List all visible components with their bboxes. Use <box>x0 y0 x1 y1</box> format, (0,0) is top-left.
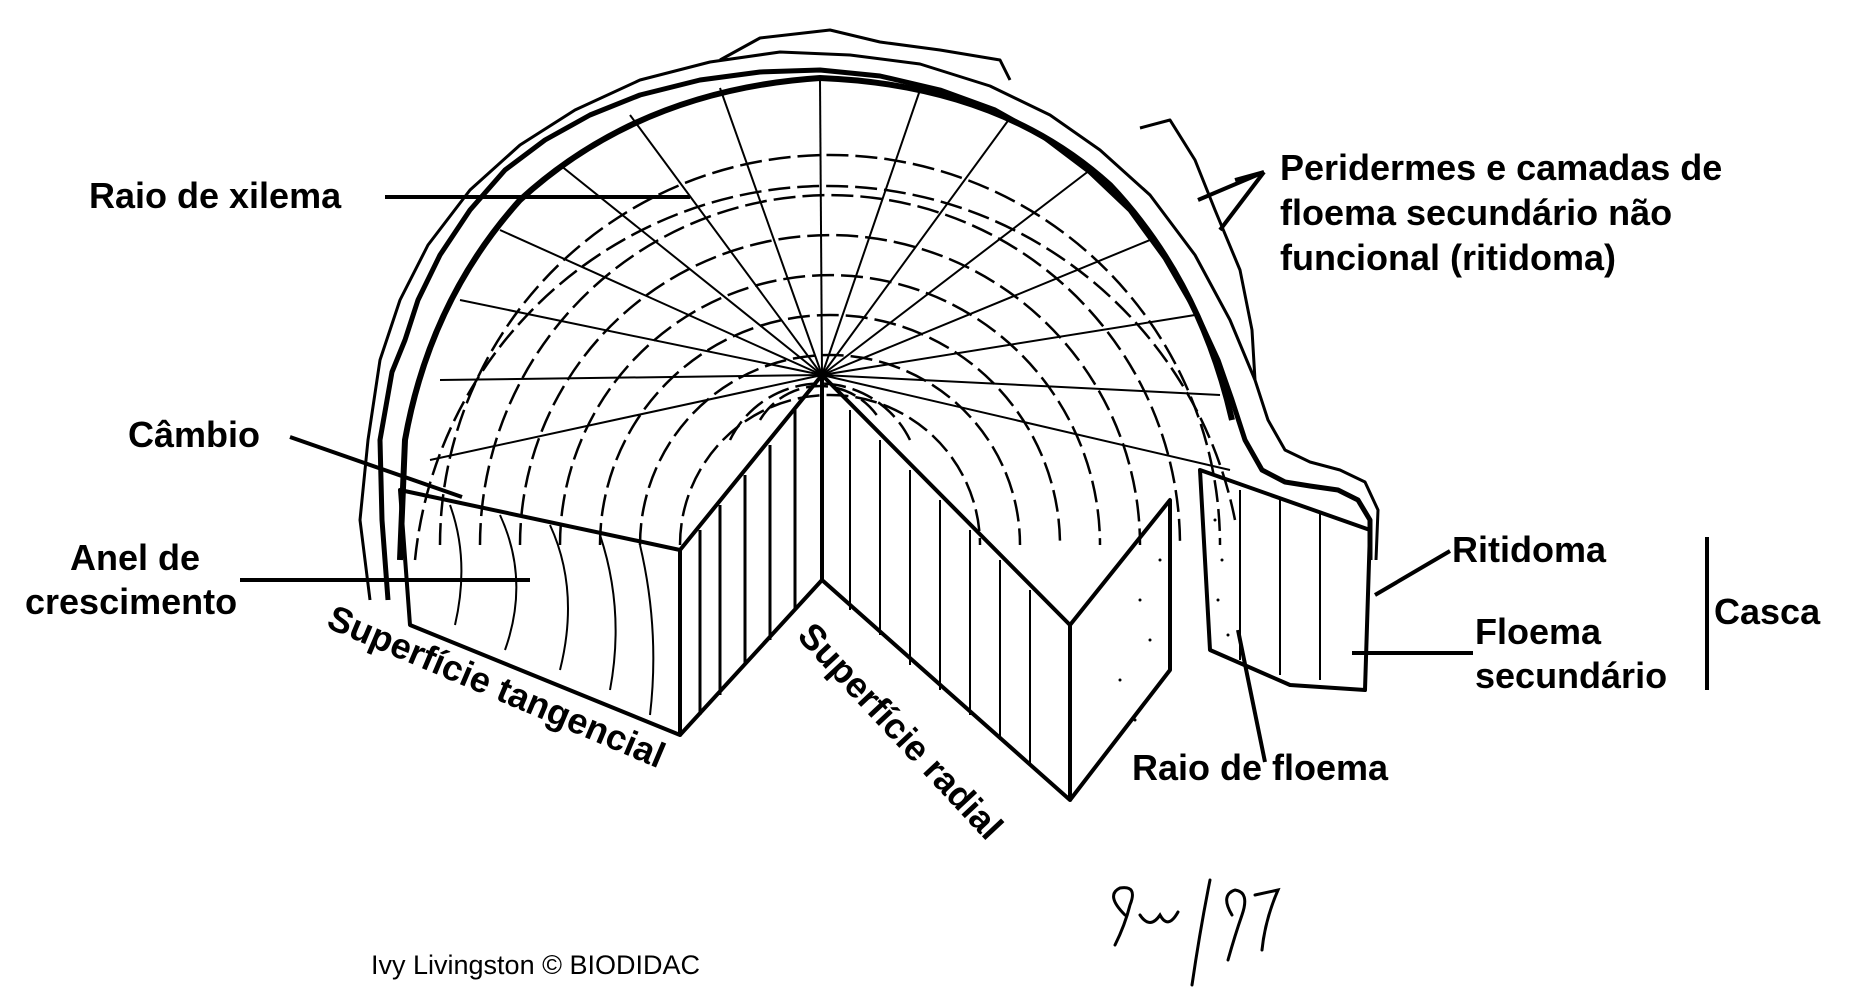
leader-cambio <box>289 435 463 499</box>
bark-outline <box>377 67 1373 601</box>
label-peridermes-line2: floema secundário não <box>1280 192 1672 233</box>
cambium-ring <box>397 75 1235 561</box>
leader-ritidoma <box>1373 549 1452 597</box>
leader-lines <box>240 170 1709 763</box>
label-casca: Casca <box>1714 591 1821 632</box>
bark-plate-top <box>719 28 1012 81</box>
leader-peridermes-3 <box>1234 170 1265 182</box>
label-floema-line1: Floema <box>1475 611 1602 652</box>
wedge-right-face <box>1068 498 1172 802</box>
label-raio-xilema: Raio de xilema <box>89 175 342 216</box>
bark-plate-right <box>1139 118 1257 381</box>
radial-grain <box>849 410 1031 765</box>
leader-raio-floema <box>1236 629 1267 763</box>
bark-block <box>1198 468 1372 692</box>
growth-rings <box>413 153 1237 561</box>
signature <box>1112 878 1281 987</box>
credit-text: Ivy Livingston © BIODIDAC <box>371 950 700 980</box>
label-superficie-tangencial: Superfície tangencial <box>322 597 671 776</box>
label-anel-line1: Anel de <box>70 537 200 578</box>
bark-outer-layer <box>358 50 1380 601</box>
label-ritidoma: Ritidoma <box>1452 529 1607 570</box>
label-peridermes-line3: funcional (ritidoma) <box>1280 237 1616 278</box>
trunk-illustration <box>358 28 1380 802</box>
bark-block-grain <box>1239 490 1321 680</box>
xylem-rays <box>429 79 1231 471</box>
wedge-left-grain <box>698 410 797 715</box>
label-anel-line2: crescimento <box>25 581 237 622</box>
label-raio-floema: Raio de floema <box>1132 747 1389 788</box>
label-peridermes-line1: Peridermes e camadas de <box>1280 147 1722 188</box>
phloem-stipple <box>1118 518 1230 722</box>
leader-peridermes-1 <box>1218 170 1266 232</box>
label-cambio: Câmbio <box>128 414 260 455</box>
label-floema-line2: secundário <box>1475 655 1667 696</box>
